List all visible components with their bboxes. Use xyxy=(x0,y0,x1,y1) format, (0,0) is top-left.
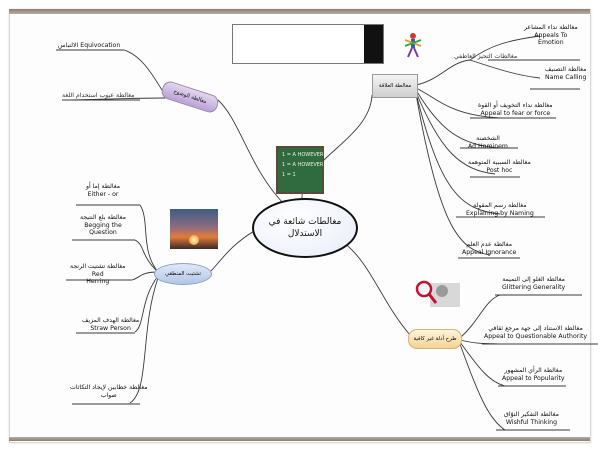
node-either-or-ar: مغالطة إما أو xyxy=(86,183,121,190)
node-explaining-naming-ar: مغالطة رسم المقولة xyxy=(473,202,527,209)
node-appeal-emotion[interactable]: مغالطة نداء المشاعر Appeals To Emotion xyxy=(524,24,578,47)
node-glittering-en: Glittering Generality xyxy=(502,283,566,291)
node-post-hoc-ar: مغالطة السببية المتوهمة xyxy=(468,159,531,166)
node-equivocation-label: الالتباس Equivocation xyxy=(58,42,121,49)
node-false-cause[interactable]: مغالطة خطابين لإيجاد التكاثات صواب xyxy=(70,384,148,399)
board-line-2: 1 = A HOWEVER xyxy=(282,162,324,168)
sun-shape xyxy=(189,235,199,245)
node-appeal-emotion-ar: مغالطة نداء المشاعر xyxy=(524,24,578,31)
board-line-1: 1 = A HOWEVER xyxy=(282,152,324,158)
board-line-3: 1 = 1 xyxy=(282,172,296,178)
node-questionable-authority-en: Appeal to Questionable Authority xyxy=(484,332,588,340)
node-straw-person-ar: مغالطة الهدف المزيف xyxy=(82,317,140,324)
node-emotional-bias-label: مغالطات التحيز العاطفي xyxy=(454,53,518,60)
node-explaining-naming-en: Explaining by Naming xyxy=(466,209,534,217)
node-ad-hominem-en: Ad Hominem xyxy=(468,142,508,150)
node-post-hoc[interactable]: مغالطة السببية المتوهمة Post hoc xyxy=(468,159,531,174)
node-name-calling-ar: مغالطة التصنيف xyxy=(545,66,587,73)
node-ambiguous-language-label: مغالطة عيوب استخدام اللغة xyxy=(62,92,135,99)
node-wishful-ar: مغالطة التفكير التوّاق xyxy=(504,411,559,418)
node-begging-question[interactable]: مغالطة بلع النتيجة Begging the Question xyxy=(80,214,126,237)
branch-distraction-label: تشتيت المنطقي xyxy=(164,271,202,277)
node-appeal-popularity[interactable]: مغالطة الرأي المشهور Appeal to Popularit… xyxy=(502,367,565,382)
node-ad-hominem-ar: الشخصنة xyxy=(476,135,500,142)
node-appeal-emotion-en2: Emotion xyxy=(538,39,564,47)
node-name-calling[interactable]: مغالطة التصنيف Name Calling xyxy=(545,66,586,81)
node-appeal-ignorance[interactable]: مغالطة عدم العلم Appeal Ignorance xyxy=(462,241,516,256)
node-name-calling-en: Name Calling xyxy=(545,73,587,81)
branch-relevance-label: مغالطة العلاقة xyxy=(378,83,412,89)
node-red-herring-ar: مغالطة تشتيت الرنجة xyxy=(70,263,126,270)
node-red-herring-en1: Red xyxy=(91,270,104,278)
node-glittering-generality[interactable]: مغالطة الغلو إلى التميمة Glittering Gene… xyxy=(502,276,565,291)
node-straw-person-en: Straw Person xyxy=(90,324,131,332)
node-appeal-emotion-en1: Appeals To xyxy=(534,31,568,39)
branch-clarity-label: مغالطة الوضوح xyxy=(172,88,208,106)
node-either-or[interactable]: مغالطة إما أو Either - or xyxy=(86,183,120,198)
top-border xyxy=(9,9,590,14)
node-begging-question-ar: مغالطة بلع النتيجة xyxy=(80,214,126,221)
node-glittering-ar: مغالطة الغلو إلى التميمة xyxy=(502,276,565,283)
node-equivocation[interactable]: الالتباس Equivocation xyxy=(58,42,120,50)
text-box-dark-bar xyxy=(364,25,383,63)
node-questionable-authority-ar: مغالطة الاستناد إلى جهة مرجع ثقافي xyxy=(488,325,583,332)
bottom-border xyxy=(9,437,590,441)
central-topic[interactable]: مغالطات شائعة في الاستدلال xyxy=(252,198,358,258)
magnifier-people-image xyxy=(415,280,460,307)
node-straw-person[interactable]: مغالطة الهدف المزيف Straw Person xyxy=(82,317,139,332)
node-post-hoc-en: Post hoc xyxy=(486,166,513,174)
node-popularity-ar: مغالطة الرأي المشهور xyxy=(504,367,563,374)
node-red-herring[interactable]: مغالطة تشتيت الرنجة Red Herring xyxy=(70,263,126,286)
central-topic-line-2: الاستدلال xyxy=(287,229,323,239)
node-false-cause-ar2: صواب xyxy=(100,391,117,399)
node-appeal-fear-en: Appeal to fear or force xyxy=(480,109,551,117)
branch-weak-evidence[interactable]: طرح أدلة غير كافية xyxy=(408,329,462,349)
branch-distraction[interactable]: تشتيت المنطقي xyxy=(154,263,212,285)
node-wishful-en: Wishful Thinking xyxy=(505,418,558,426)
node-appeal-ignorance-ar: مغالطة عدم العلم xyxy=(466,241,513,248)
node-red-herring-en2: Herring xyxy=(86,278,110,286)
chalkboard-image: 1 = A HOWEVER 1 = A HOWEVER 1 = 1 xyxy=(276,146,324,194)
branch-relevance[interactable]: مغالطة العلاقة xyxy=(372,74,418,98)
node-begging-question-en2: Question xyxy=(89,229,117,237)
node-wishful-thinking[interactable]: مغالطة التفكير التوّاق Wishful Thinking xyxy=(504,411,559,426)
node-either-or-en: Either - or xyxy=(87,190,119,198)
node-explaining-naming[interactable]: مغالطة رسم المقولة Explaining by Naming xyxy=(466,202,534,217)
node-begging-question-en1: Begging the xyxy=(84,221,122,229)
branch-weak-evidence-label: طرح أدلة غير كافية xyxy=(413,336,457,342)
node-appeal-ignorance-en: Appeal Ignorance xyxy=(462,248,517,256)
node-popularity-en: Appeal to Popularity xyxy=(502,374,565,382)
node-ad-hominem[interactable]: الشخصنة Ad Hominem xyxy=(468,135,508,150)
node-appeal-fear-ar: مغالطة نداء التخويف أو القوة xyxy=(478,102,553,109)
people-icon xyxy=(404,33,422,58)
node-appeal-fear[interactable]: مغالطة نداء التخويف أو القوة Appeal to f… xyxy=(478,102,553,117)
central-topic-line-1: مغالطات شائعة في xyxy=(268,217,342,227)
node-questionable-authority[interactable]: مغالطة الاستناد إلى جهة مرجع ثقافي Appea… xyxy=(484,325,587,340)
node-false-cause-ar1: مغالطة خطابين لإيجاد التكاثات xyxy=(70,384,148,391)
blank-text-box xyxy=(232,24,384,64)
node-emotional-bias[interactable]: مغالطات التحيز العاطفي xyxy=(454,53,517,61)
node-ambiguous-language[interactable]: مغالطة عيوب استخدام اللغة xyxy=(62,92,134,100)
sunset-image xyxy=(170,209,218,249)
